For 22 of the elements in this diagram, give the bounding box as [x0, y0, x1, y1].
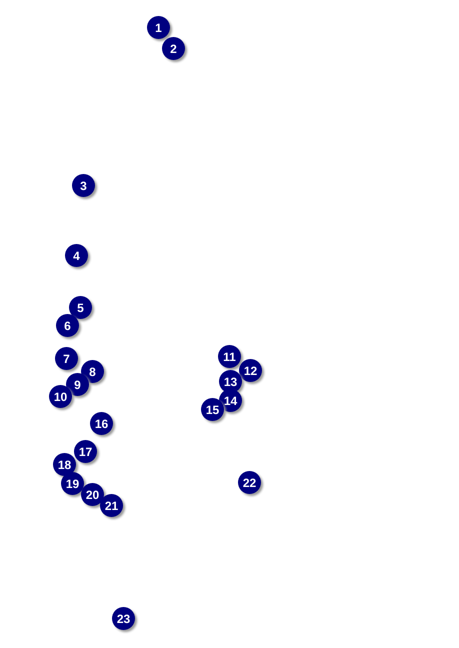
callout-number: 15: [201, 398, 224, 421]
callout-number: 20: [81, 483, 104, 506]
callout-number: 17: [74, 440, 97, 463]
callout-number: 14: [219, 389, 242, 412]
callout-number: 11: [218, 345, 241, 368]
callout-number: 2: [162, 37, 185, 60]
callout-number: 21: [100, 494, 123, 517]
callout-number: 5: [69, 296, 92, 319]
callout-number: 1: [147, 16, 170, 39]
callout-number: 19: [61, 472, 84, 495]
callout-number: 13: [219, 370, 242, 393]
callout-number: 4: [65, 244, 88, 267]
callout-number: 23: [112, 607, 135, 630]
callout-number: 18: [53, 453, 76, 476]
callout-number: 3: [72, 174, 95, 197]
callout-number: 10: [49, 385, 72, 408]
callout-number: 8: [81, 360, 104, 383]
callout-number: 22: [238, 471, 261, 494]
callout-number: 7: [55, 347, 78, 370]
callout-number: 16: [90, 412, 113, 435]
callout-number: 6: [56, 314, 79, 337]
callout-number: 12: [239, 359, 262, 382]
